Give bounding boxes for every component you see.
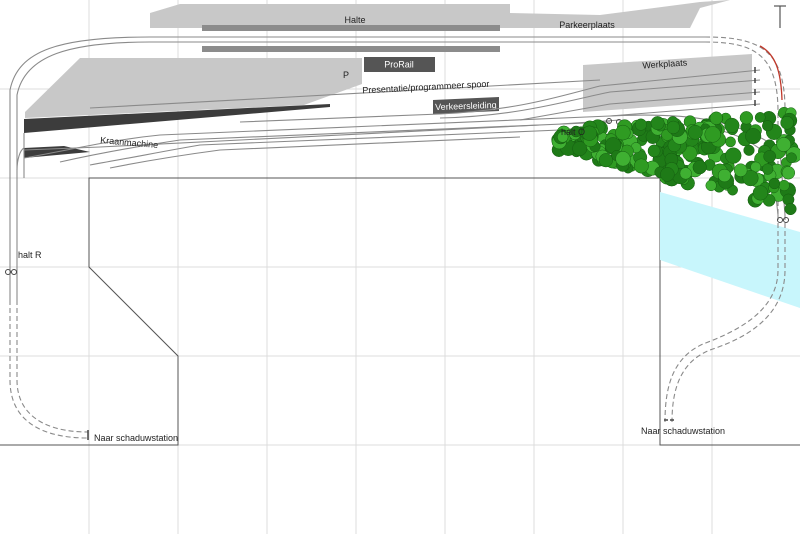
right-hidden-lines — [664, 215, 786, 423]
tree — [745, 128, 762, 145]
tree — [786, 152, 797, 164]
station-area — [150, 0, 730, 28]
parking-area — [25, 58, 362, 118]
tree — [679, 167, 692, 180]
tree — [647, 144, 661, 158]
tree — [780, 116, 794, 130]
yard-tracks — [16, 69, 786, 216]
tree — [615, 124, 631, 141]
tree — [687, 124, 703, 140]
tree — [743, 144, 755, 156]
tree — [557, 131, 569, 143]
tree — [682, 145, 698, 161]
tree — [634, 118, 647, 131]
werkplaats-building — [583, 54, 752, 112]
parkeerplaats-label: Parkeerplaats — [559, 20, 615, 30]
tree — [763, 150, 777, 163]
tree — [598, 153, 613, 168]
tree — [666, 120, 680, 135]
tree — [752, 185, 769, 201]
tree — [570, 125, 582, 138]
halt-o-label: halt O — [561, 127, 585, 137]
tree — [762, 163, 774, 175]
presentation-track — [89, 79, 601, 109]
trees — [551, 106, 800, 216]
water-area — [660, 192, 800, 308]
tree — [742, 170, 759, 187]
tree — [781, 166, 796, 180]
halte-platform-bottom — [202, 46, 500, 52]
tree — [650, 116, 665, 131]
verkeersleiding-sign — [433, 97, 499, 114]
north-marker — [774, 5, 786, 28]
p-label: P — [343, 70, 349, 80]
tree — [739, 111, 754, 125]
baseboard-outline — [0, 177, 800, 446]
schaduw-right-label: Naar schaduwstation — [641, 426, 725, 436]
tree — [724, 117, 740, 133]
tree — [733, 163, 748, 177]
upper-main-lines — [9, 36, 786, 270]
buffer-stops — [87, 67, 756, 440]
tree — [709, 111, 723, 125]
tree — [717, 168, 732, 183]
verkeersleiding-label: Verkeersleiding — [435, 100, 497, 112]
tree — [615, 151, 631, 167]
schaduw-left-label: Naar schaduwstation — [94, 433, 178, 443]
tree — [704, 126, 721, 143]
tree — [581, 125, 598, 141]
presentatie-label: Presentatie/programmeer spoor — [362, 79, 489, 96]
tree — [762, 120, 774, 132]
left-hidden-lines — [9, 270, 89, 439]
halt-r-label: halt R — [18, 250, 42, 260]
halte-platform-top — [202, 25, 500, 31]
tree — [633, 158, 649, 174]
tree — [660, 167, 675, 182]
tree — [784, 202, 797, 216]
tree — [725, 136, 736, 148]
werkplaats-label: Werkplaats — [642, 57, 688, 70]
long-dark-platform — [24, 104, 330, 133]
prorail-sign — [364, 57, 435, 72]
tree — [754, 112, 766, 123]
tree — [692, 160, 707, 175]
tree — [778, 179, 790, 192]
tree — [725, 147, 742, 164]
tree — [705, 179, 717, 192]
tree — [768, 177, 781, 190]
halte-label: Halte — [344, 15, 365, 25]
tree — [776, 137, 792, 152]
prorail-label: ProRail — [384, 60, 414, 70]
